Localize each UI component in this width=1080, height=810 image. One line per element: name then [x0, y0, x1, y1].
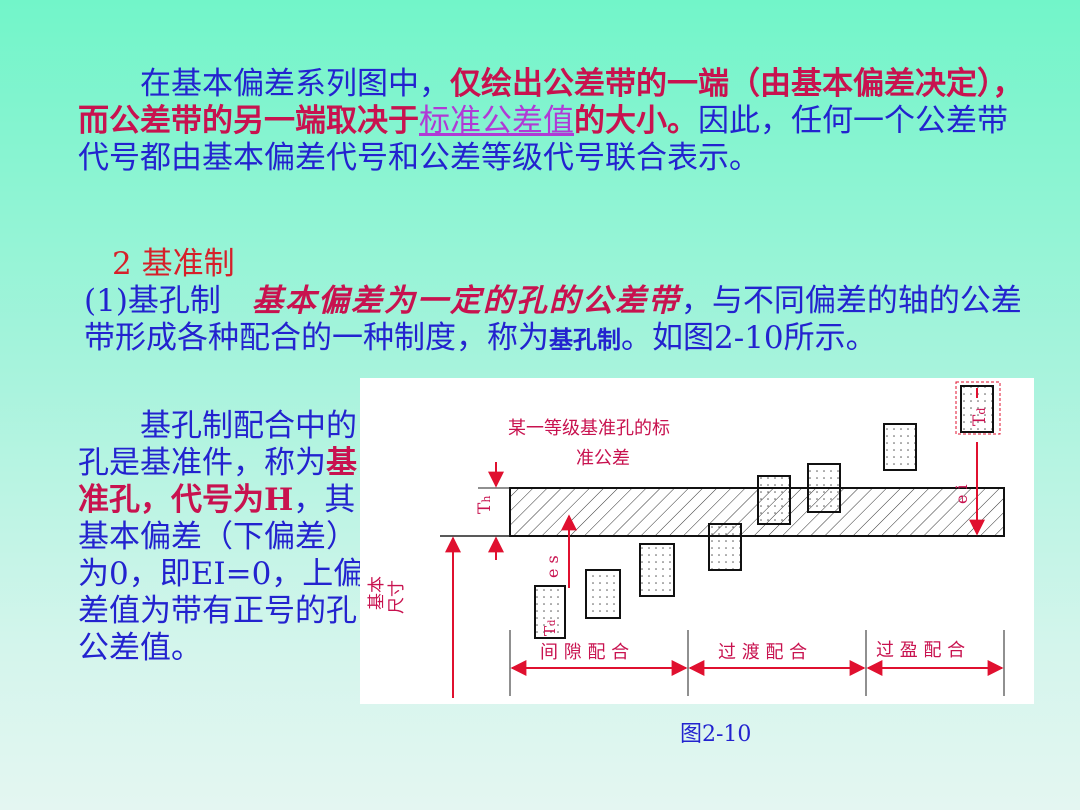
section-heading: 2 基准制	[112, 246, 235, 282]
figure-caption: 图2-10	[680, 722, 752, 747]
shaft-4	[708, 523, 742, 571]
intro-emphasis-end: 的大小。	[574, 103, 698, 139]
td-label-top: Td	[970, 408, 990, 426]
shaft-5	[757, 475, 791, 525]
intro-emphasis: 仅绘出公差带的一端（由基本偏差决定），而公差带的另一端取决于	[78, 66, 1024, 139]
shaft-2	[585, 569, 621, 619]
hole-basis-paragraph: (1)基孔制 基本偏差为一定的孔的公差带，与不同偏差的轴的公差带形成各种配合的一…	[84, 283, 1034, 358]
hole-basis-text: ，与不同偏差的轴的公差带形成各种配合的一种制度，称为	[84, 283, 1022, 356]
standard-tolerance-link[interactable]: 标准公差值	[419, 103, 574, 139]
clearance-fit-label: 间 隙 配 合	[540, 642, 629, 663]
reference-hole-caption-2: 准公差	[576, 448, 630, 469]
fit-diagram-svg: Th 基本 尺寸 e s Td e i Td 某一等级基准孔的标 准公差 间 隙…	[367, 381, 1005, 698]
hole-basis-fig-ref: 。如图2-10所示。	[621, 320, 877, 356]
transition-fit-label: 过 渡 配 合	[718, 642, 807, 663]
interference-fit-label: 过 盈 配 合	[876, 640, 965, 661]
th-label: Th	[475, 496, 495, 514]
hole-basis-term: 基孔制	[549, 325, 621, 354]
reference-hole-caption-1: 某一等级基准孔的标	[508, 418, 670, 439]
shaft-1	[534, 585, 566, 639]
shaft-6	[807, 463, 841, 513]
ref-hole-emphasis: 基准孔，代号为H	[78, 445, 357, 518]
ei-label: e i	[952, 484, 971, 504]
hole-basis-label: (1)基孔制	[84, 283, 252, 319]
intro-text-2: 因此，任何一个公差带代号都由基本偏差代号和公差等级代号联合表示。	[78, 103, 1008, 176]
ref-hole-text-2: ，其基本偏差（下偏差）为0，即EI=0，上偏差值为带有正号的孔公差值。	[78, 482, 365, 666]
es-label: e s	[543, 555, 562, 578]
ref-hole-text-1: 基孔制配合中的孔是基准件，称为	[78, 408, 357, 481]
reference-hole-paragraph: 基孔制配合中的孔是基准件，称为基准孔，代号为H，其基本偏差（下偏差）为0，即EI…	[78, 408, 368, 667]
intro-text-1: 在基本偏差系列图中，	[140, 66, 450, 102]
fit-diagram: Th 基本 尺寸 e s Td e i Td 某一等级基准孔的标 准公差 间 隙…	[360, 378, 1034, 704]
basic-size-label-1: 基本	[367, 576, 387, 610]
hole-basis-definition: 基本偏差为一定的孔的公差带	[251, 283, 681, 319]
td-label-small: Td	[541, 619, 559, 636]
shaft-3	[639, 543, 675, 597]
intro-paragraph: 在基本偏差系列图中，仅绘出公差带的一端（由基本偏差决定），而公差带的另一端取决于…	[78, 66, 1028, 177]
shaft-7	[883, 423, 917, 471]
basic-size-label-2: 尺寸	[387, 580, 407, 614]
